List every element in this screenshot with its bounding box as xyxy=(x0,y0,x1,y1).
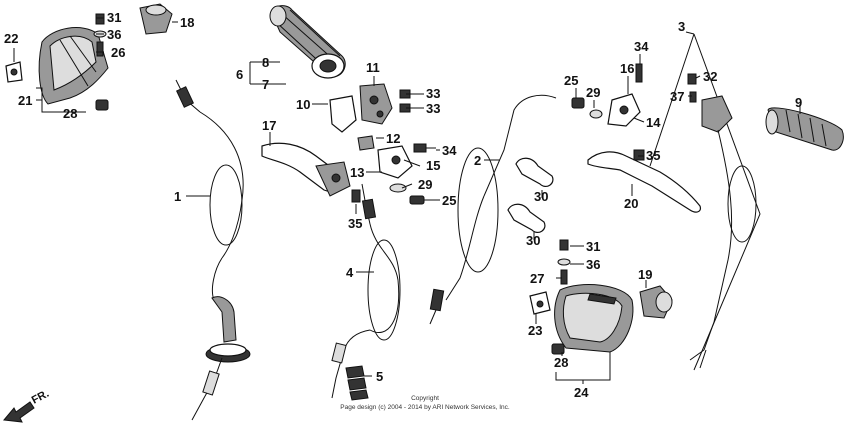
callout-15[interactable]: 15 xyxy=(426,158,440,173)
callout-21[interactable]: 21 xyxy=(18,93,32,108)
callout-3[interactable]: 3 xyxy=(678,19,685,34)
choke-cable xyxy=(429,94,557,325)
callout-35[interactable]: 35 xyxy=(646,148,660,163)
callout-28[interactable]: 28 xyxy=(63,106,77,121)
front-direction-label: FR. xyxy=(30,388,51,407)
callout-29[interactable]: 29 xyxy=(418,177,432,192)
callout-14[interactable]: 14 xyxy=(646,115,661,130)
copyright-line-1: Copyright xyxy=(411,395,439,402)
callout-8[interactable]: 8 xyxy=(262,55,269,70)
right-grip xyxy=(765,107,844,151)
callout-18[interactable]: 18 xyxy=(180,15,194,30)
callout-32[interactable]: 32 xyxy=(703,69,717,84)
callout-12[interactable]: 12 xyxy=(386,131,400,146)
callout-35[interactable]: 35 xyxy=(348,216,362,231)
callout-30[interactable]: 30 xyxy=(534,189,548,204)
callout-11[interactable]: 11 xyxy=(366,60,380,75)
throttle-grip xyxy=(269,5,346,79)
callout-27[interactable]: 27 xyxy=(530,271,544,286)
lever-clips-30 xyxy=(507,157,554,234)
front-arrow-icon xyxy=(3,401,35,423)
brake-lever xyxy=(587,149,701,213)
callout-20[interactable]: 20 xyxy=(624,196,638,211)
callout-23[interactable]: 23 xyxy=(528,323,542,338)
callout-4[interactable]: 4 xyxy=(346,265,354,280)
callout-28[interactable]: 28 xyxy=(554,355,568,370)
callout-1[interactable]: 1 xyxy=(174,189,181,204)
callout-26[interactable]: 26 xyxy=(111,45,125,60)
clutch-lever-assembly xyxy=(261,135,440,205)
switch-group-3 xyxy=(649,33,761,371)
callout-31[interactable]: 31 xyxy=(107,10,121,25)
callout-34[interactable]: 34 xyxy=(442,143,457,158)
front-direction-indicator: FR. xyxy=(3,388,51,423)
throttle-housing xyxy=(329,83,420,133)
callout-37[interactable]: 37 xyxy=(670,89,684,104)
callout-6[interactable]: 6 xyxy=(236,67,243,82)
callout-30[interactable]: 30 xyxy=(526,233,540,248)
callout-36[interactable]: 36 xyxy=(107,27,121,42)
callout-9[interactable]: 9 xyxy=(795,95,802,110)
callout-2[interactable]: 2 xyxy=(474,153,481,168)
callout-33[interactable]: 33 xyxy=(426,101,440,116)
callout-34[interactable]: 34 xyxy=(634,39,649,54)
copyright-notice: Copyright Page design (c) 2004 - 2014 by… xyxy=(340,395,510,411)
callout-16[interactable]: 16 xyxy=(620,61,634,76)
throttle-cable xyxy=(175,79,251,421)
callout-labels: 31 18 36 22 26 21 28 8 6 7 11 33 33 10 1… xyxy=(4,10,802,400)
leader-lines xyxy=(13,17,801,384)
callout-22[interactable]: 22 xyxy=(4,31,18,46)
callout-24[interactable]: 24 xyxy=(574,385,589,400)
callout-36[interactable]: 36 xyxy=(586,257,600,272)
callout-17[interactable]: 17 xyxy=(262,118,276,133)
left-handguard-group xyxy=(5,13,109,111)
callout-31[interactable]: 31 xyxy=(586,239,600,254)
callout-5[interactable]: 5 xyxy=(376,369,383,384)
callout-25[interactable]: 25 xyxy=(442,193,456,208)
callout-33[interactable]: 33 xyxy=(426,86,440,101)
right-handguard-group xyxy=(529,239,673,355)
callout-7[interactable]: 7 xyxy=(262,77,269,92)
clutch-cable xyxy=(331,183,401,401)
copyright-line-2: Page design (c) 2004 - 2014 by ARI Netwo… xyxy=(340,404,510,411)
callout-25[interactable]: 25 xyxy=(564,73,578,88)
left-grip-rubber xyxy=(139,3,173,35)
callout-29[interactable]: 29 xyxy=(586,85,600,100)
callout-13[interactable]: 13 xyxy=(350,165,364,180)
choke-lever xyxy=(571,63,643,127)
callout-19[interactable]: 19 xyxy=(638,267,652,282)
callout-10[interactable]: 10 xyxy=(296,97,310,112)
